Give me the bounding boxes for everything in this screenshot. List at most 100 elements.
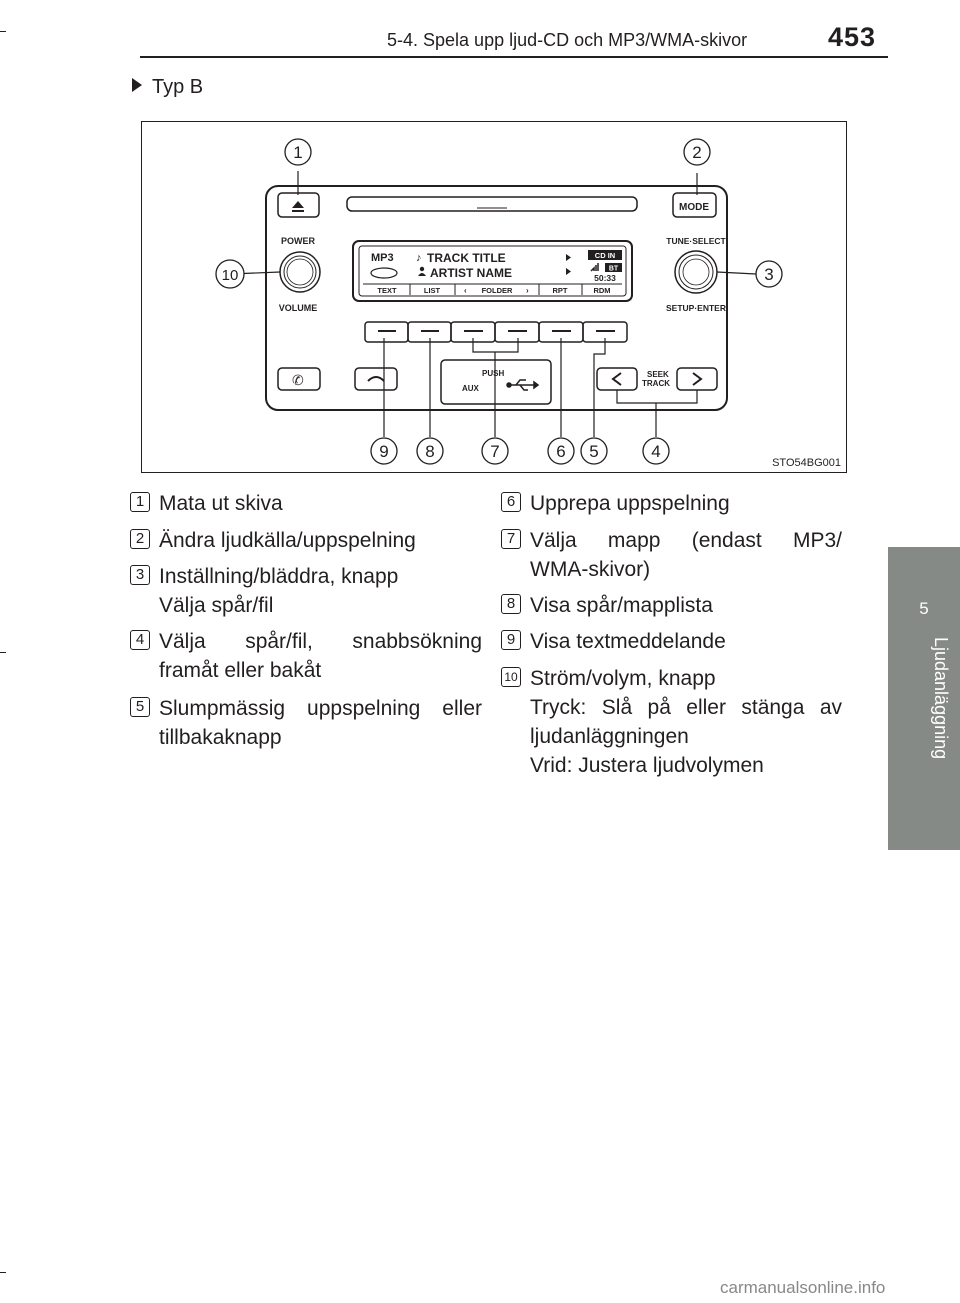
legend-number: 10 xyxy=(501,667,521,687)
callout-number: 3 xyxy=(764,265,773,284)
callout-number: 5 xyxy=(589,442,598,461)
chevron-left-icon: ‹ xyxy=(464,286,467,295)
display-screen xyxy=(352,240,633,302)
bt-label: BT xyxy=(609,266,619,273)
legend-number: 1 xyxy=(130,492,150,512)
variant-heading: Typ B xyxy=(132,76,203,99)
legend-number: 5 xyxy=(130,697,150,717)
mode-button xyxy=(672,192,717,218)
callouts: 1 2 3 4 5 6 7 8 9 10 xyxy=(215,138,783,465)
legend-text: Ström/volym, knapp xyxy=(530,667,716,690)
legend-text: Visa textmeddelande xyxy=(530,630,726,653)
disc-icon xyxy=(370,267,398,279)
mode-label: MODE xyxy=(679,202,709,213)
tune-select-knob xyxy=(674,250,718,294)
legend-number: 6 xyxy=(501,492,521,512)
legend-text: Visa spår/mapplista xyxy=(530,594,713,617)
cd-in-badge xyxy=(588,250,622,260)
next-arrow-icon xyxy=(566,254,571,261)
callout-number: 6 xyxy=(556,442,565,461)
callout-number: 8 xyxy=(425,442,434,461)
legend-text: Välja spår/fil xyxy=(159,594,274,617)
page-header: 5-4. Spela upp ljud-CD och MP3/WMA-skivo… xyxy=(0,0,960,60)
page-number: 453 xyxy=(828,22,877,52)
usb-icon xyxy=(506,379,540,391)
chevron-left-icon xyxy=(611,372,622,386)
legend-text: ljudanläggningen xyxy=(530,725,689,748)
crop-mark xyxy=(0,31,6,32)
legend-text: WMA-skivor) xyxy=(530,558,651,581)
legend-text: Slumpmässig uppspelning eller xyxy=(159,697,482,720)
chapter-number: 5 xyxy=(919,599,929,618)
phone-pickup-button xyxy=(277,367,321,391)
figure-id: STO54BG001 xyxy=(772,457,841,469)
legend-number: 8 xyxy=(501,594,521,614)
chapter-title: Ljudanläggning xyxy=(931,637,951,760)
phone-pickup-icon: ✆ xyxy=(292,372,304,388)
legend-text: Välja spår/fil, snabbsökning xyxy=(159,630,482,653)
aux-usb-cover xyxy=(440,359,552,405)
legend-number: 2 xyxy=(130,529,150,549)
soft-key-label: LIST xyxy=(424,286,441,295)
callout-number: 10 xyxy=(222,267,239,284)
section-title: 5-4. Spela upp ljud-CD och MP3/WMA-skivo… xyxy=(387,30,748,50)
soft-key-label: RDM xyxy=(593,286,610,295)
setup-enter-label: SETUP·ENTER xyxy=(666,303,726,313)
person-icon xyxy=(419,266,425,272)
chapter-tab: 5 Ljudanläggning xyxy=(888,547,960,850)
chevron-right-icon: › xyxy=(526,286,529,295)
triangle-bullet-icon xyxy=(132,78,142,92)
watermark: carmanualsonline.info xyxy=(720,1278,886,1297)
soft-key-label: TEXT xyxy=(377,286,397,295)
phone-hangup-icon xyxy=(367,376,385,382)
audio-unit-illustration: MODE POWER VOLUME TUNE·SELECT SETUP·ENTE… xyxy=(215,138,783,465)
soft-key-label: RPT xyxy=(553,286,568,295)
crop-mark xyxy=(0,652,6,653)
legend-text: Ändra ljudkälla/uppspelning xyxy=(159,529,416,552)
legend-text: framåt eller bakåt xyxy=(159,659,322,682)
eject-icon xyxy=(292,201,304,208)
artist-name: ARTIST NAME xyxy=(430,266,512,280)
bt-badge xyxy=(605,263,622,272)
volume-label: VOLUME xyxy=(279,303,318,313)
cd-slot xyxy=(346,196,638,212)
phone-hangup-button xyxy=(354,367,398,391)
crop-mark xyxy=(0,1272,6,1273)
track-title: TRACK TITLE xyxy=(427,251,506,265)
power-volume-knob xyxy=(279,251,321,293)
music-note-icon: ♪ xyxy=(416,252,422,264)
callout-number: 4 xyxy=(651,442,660,461)
legend-number: 3 xyxy=(130,565,150,585)
legend-text: tillbakaknapp xyxy=(159,726,282,749)
callout-number: 1 xyxy=(293,143,302,162)
legend-text: Inställning/bläddra, knapp xyxy=(159,565,399,588)
signal-icon xyxy=(590,263,599,272)
legend-text: Välja mapp (endast MP3/ xyxy=(530,529,842,552)
callout-number: 7 xyxy=(490,442,499,461)
aux-label: AUX xyxy=(462,384,480,393)
seek-forward-button xyxy=(676,367,718,391)
chevron-right-icon xyxy=(692,372,703,386)
format-indicator: MP3 xyxy=(371,252,394,264)
callout-number: 2 xyxy=(692,143,701,162)
time-display: 50:33 xyxy=(594,273,616,283)
seek-label: SEEK xyxy=(647,370,669,379)
seek-back-button xyxy=(596,367,638,391)
unit-bezel xyxy=(265,185,728,411)
header-rule xyxy=(140,56,888,58)
power-label: POWER xyxy=(281,236,316,246)
legend-text: Tryck: Slå på eller stänga av xyxy=(530,696,842,719)
legend-number: 7 xyxy=(501,529,521,549)
legend-number: 9 xyxy=(501,630,521,650)
legend-text: Upprepa uppspelning xyxy=(530,492,730,515)
legend-text: Vrid: Justera ljudvolymen xyxy=(530,754,764,777)
next-arrow-icon xyxy=(566,268,571,275)
legend-number: 4 xyxy=(130,630,150,650)
soft-key-label: FOLDER xyxy=(482,286,513,295)
legend-text: Mata ut skiva xyxy=(159,492,283,515)
audio-unit-figure: MODE POWER VOLUME TUNE·SELECT SETUP·ENTE… xyxy=(141,121,847,473)
preset-keys xyxy=(364,321,628,343)
tune-select-label: TUNE·SELECT xyxy=(666,236,726,246)
track-label: TRACK xyxy=(642,379,670,388)
callout-number: 9 xyxy=(379,442,388,461)
